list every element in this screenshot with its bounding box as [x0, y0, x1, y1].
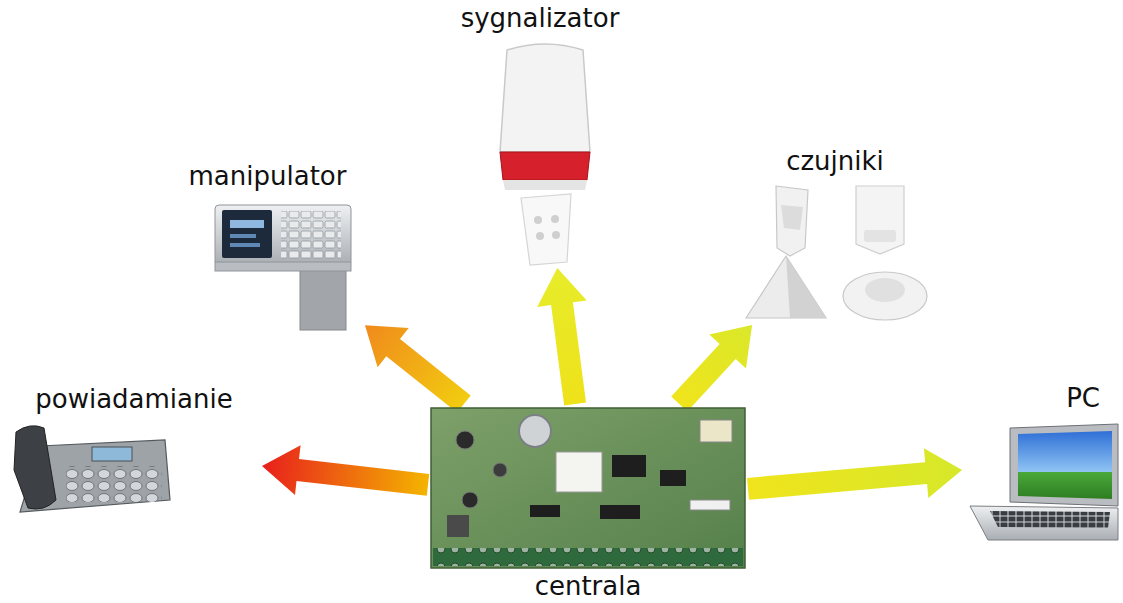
- flow-arrow: [747, 448, 962, 500]
- keypad-screen: [222, 210, 272, 258]
- keypad-rail: [215, 262, 351, 271]
- laptop-lid: [1010, 424, 1118, 506]
- ic-chip: [660, 470, 686, 486]
- flow-arrow: [671, 325, 752, 412]
- connector: [690, 500, 730, 510]
- capacitor: [456, 431, 474, 449]
- glass-break-sensor: [746, 256, 826, 318]
- laptop-keyboard: [990, 511, 1110, 528]
- siren-lens: [500, 152, 590, 180]
- laptop-base: [970, 506, 1118, 540]
- device-label: sygnalizator: [461, 2, 620, 34]
- flow-arrow: [365, 325, 471, 412]
- device-label: czujniki: [786, 145, 884, 177]
- pir-sensor: [856, 186, 904, 254]
- flow-arrow: [262, 445, 429, 496]
- laptop-illustration: [970, 424, 1118, 540]
- phone-node: powiadamianie: [6, 383, 262, 520]
- pc-node: PC: [962, 382, 1120, 544]
- phone-handset: [14, 426, 56, 509]
- pir-lens: [864, 230, 896, 242]
- sensor-shade: [786, 256, 826, 318]
- connector: [700, 420, 732, 442]
- flow-arrow: [537, 268, 587, 405]
- keypad-body: [215, 205, 351, 265]
- pir-lens: [781, 205, 803, 230]
- ic-chip: [612, 455, 646, 477]
- device-label: manipulator: [189, 160, 347, 192]
- control-panel-node: centrala: [428, 404, 748, 602]
- laptop-screen: [1018, 431, 1112, 499]
- terminal-strip: [433, 548, 743, 566]
- ic-chip: [530, 505, 560, 517]
- backup-battery: [519, 415, 551, 447]
- phone-illustration: [14, 426, 170, 512]
- keypad-stand: [300, 262, 346, 330]
- ic-label: [556, 452, 602, 492]
- remote-button: [552, 231, 560, 239]
- capacitor: [493, 463, 507, 477]
- device-label: centrala: [535, 570, 642, 602]
- device-label: PC: [1066, 382, 1100, 414]
- remote-button: [551, 215, 559, 223]
- capacitor: [462, 492, 478, 508]
- siren-illustration: [500, 44, 590, 265]
- remote-fob: [521, 194, 571, 265]
- siren-housing: [500, 44, 590, 152]
- screen-bar: [230, 220, 264, 228]
- keypad-illustration: [215, 205, 351, 330]
- pir-sensor: [776, 186, 808, 256]
- sensors-node: czujniki: [738, 145, 932, 325]
- remote-button: [534, 216, 542, 224]
- screen-bar: [230, 243, 260, 247]
- ceiling-sensor: [843, 272, 927, 320]
- sensors-illustration: [746, 186, 927, 320]
- phone-screen: [92, 447, 132, 461]
- remote-button: [536, 232, 544, 240]
- screen-bar: [230, 234, 256, 238]
- ceiling-dome: [865, 278, 905, 302]
- pcb-board: [431, 408, 745, 568]
- pcb-illustration: [431, 408, 745, 568]
- siren-node: sygnalizator: [440, 2, 640, 268]
- device-label: powiadamianie: [35, 383, 232, 415]
- keypad-keys: [281, 211, 341, 259]
- ic-chip: [600, 505, 640, 519]
- phone-keys: [66, 466, 162, 502]
- coil: [447, 515, 469, 537]
- keypad-node: manipulator: [170, 160, 365, 335]
- siren-base: [503, 180, 587, 190]
